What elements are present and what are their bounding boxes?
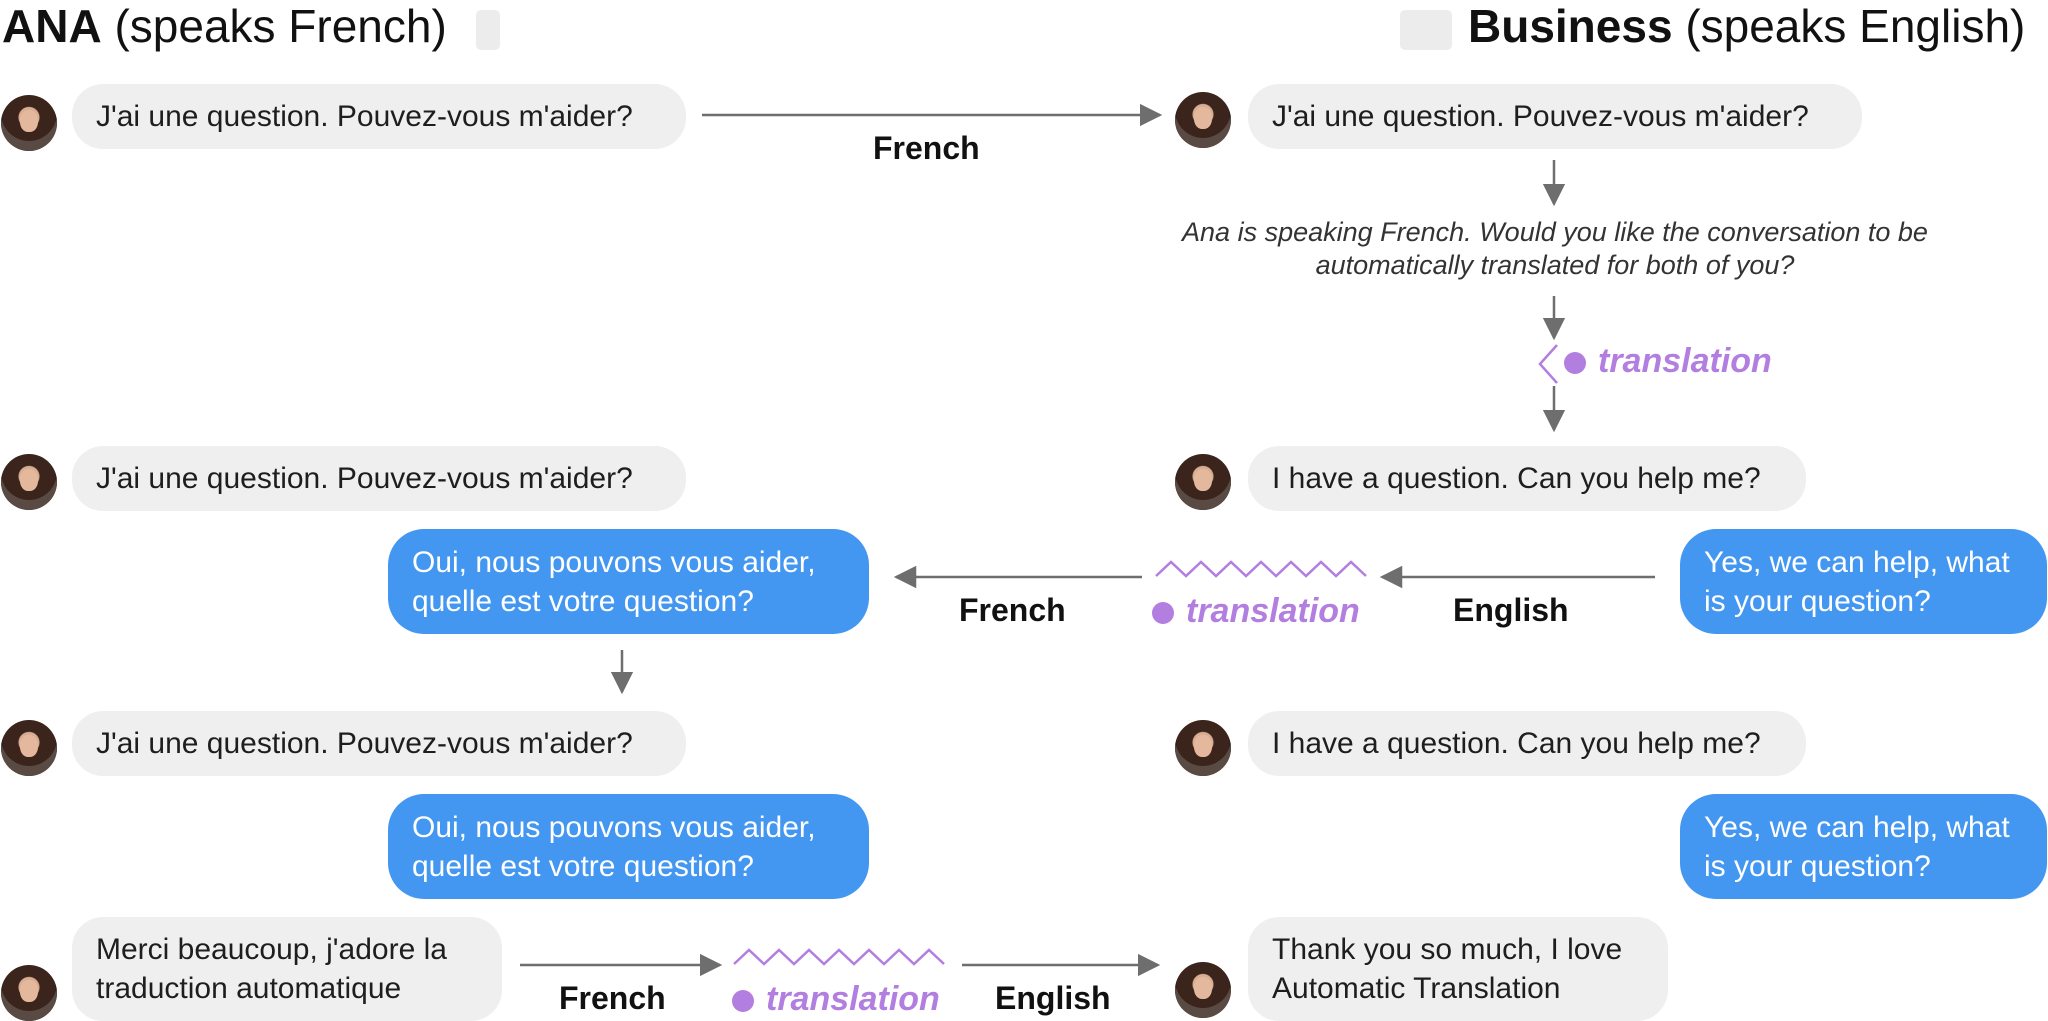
message-text: Merci beaucoup, j'adore la traduction au…: [96, 933, 447, 1005]
message-text: Yes, we can help, what is your question?: [1704, 545, 2010, 618]
ana-avatar: [1175, 720, 1231, 776]
translation-dot: [1152, 602, 1174, 624]
ana-message-french-thanks: Merci beaucoup, j'adore la traduction au…: [72, 917, 502, 1021]
screen-icon: [1400, 10, 1452, 50]
business-received-english-question: I have a question. Can you help me?: [1248, 711, 1806, 776]
message-text: I have a question. Can you help me?: [1272, 727, 1761, 760]
ana-avatar: [1, 95, 57, 151]
message-text: Yes, we can help, what is your question?: [1704, 810, 2010, 883]
ana-avatar: [1175, 454, 1231, 510]
ana-message-french-question: J'ai une question. Pouvez-vous m'aider?: [72, 446, 686, 511]
message-text: J'ai une question. Pouvez-vous m'aider?: [1272, 100, 1809, 133]
auto-translate-prompt: Ana is speaking French. Would you like t…: [1182, 217, 1928, 280]
message-text: Oui, nous pouvons vous aider, quelle est…: [412, 810, 816, 883]
translation-label: translation: [766, 980, 940, 1018]
business-received-english-thanks: Thank you so much, I love Automatic Tran…: [1248, 917, 1668, 1021]
message-text: J'ai une question. Pouvez-vous m'aider?: [96, 727, 633, 760]
language-label-french: French: [959, 592, 1066, 628]
message-text: J'ai une question. Pouvez-vous m'aider?: [96, 462, 633, 495]
ana-avatar: [1, 454, 57, 510]
ana-received-french-answer: Oui, nous pouvons vous aider, quelle est…: [388, 794, 869, 899]
translation-wave-1: [1155, 560, 1367, 578]
ana-message-french-question: J'ai une question. Pouvez-vous m'aider?: [72, 711, 686, 776]
business-received-english-question: I have a question. Can you help me?: [1248, 446, 1806, 511]
business-message-english-answer: Yes, we can help, what is your question?: [1680, 794, 2047, 899]
right-party-language: (speaks English): [1685, 0, 2026, 52]
translation-toggle-dot[interactable]: [1564, 352, 1586, 374]
phone-icon: [476, 10, 500, 50]
ana-avatar: [1175, 962, 1231, 1018]
message-text: J'ai une question. Pouvez-vous m'aider?: [96, 100, 633, 133]
language-label-english: English: [1453, 592, 1569, 628]
ana-message-french-question: J'ai une question. Pouvez-vous m'aider?: [72, 84, 686, 149]
translation-toggle-chevron: [1538, 344, 1558, 384]
message-text: I have a question. Can you help me?: [1272, 462, 1761, 495]
language-label-french: French: [559, 980, 666, 1016]
ana-avatar: [1, 720, 57, 776]
left-party-name: ANA: [2, 0, 102, 52]
right-header: Business (speaks English): [1468, 0, 2025, 54]
ana-avatar: [1, 965, 57, 1021]
language-label-english: English: [995, 980, 1111, 1016]
language-label-french: French: [873, 130, 980, 166]
message-text: Oui, nous pouvons vous aider, quelle est…: [412, 545, 816, 618]
translation-label: translation: [1186, 592, 1360, 630]
translation-toggle-label[interactable]: translation: [1598, 342, 1772, 380]
translation-dot: [732, 990, 754, 1012]
left-party-language: (speaks French): [114, 0, 447, 52]
message-text: Thank you so much, I love Automatic Tran…: [1272, 933, 1623, 1005]
ana-received-french-answer: Oui, nous pouvons vous aider, quelle est…: [388, 529, 869, 634]
right-party-name: Business: [1468, 0, 1673, 52]
business-message-english-answer: Yes, we can help, what is your question?: [1680, 529, 2047, 634]
left-header: ANA (speaks French): [2, 0, 447, 54]
ana-avatar: [1175, 92, 1231, 148]
business-received-french-question: J'ai une question. Pouvez-vous m'aider?: [1248, 84, 1862, 149]
translation-wave-2: [733, 948, 945, 966]
